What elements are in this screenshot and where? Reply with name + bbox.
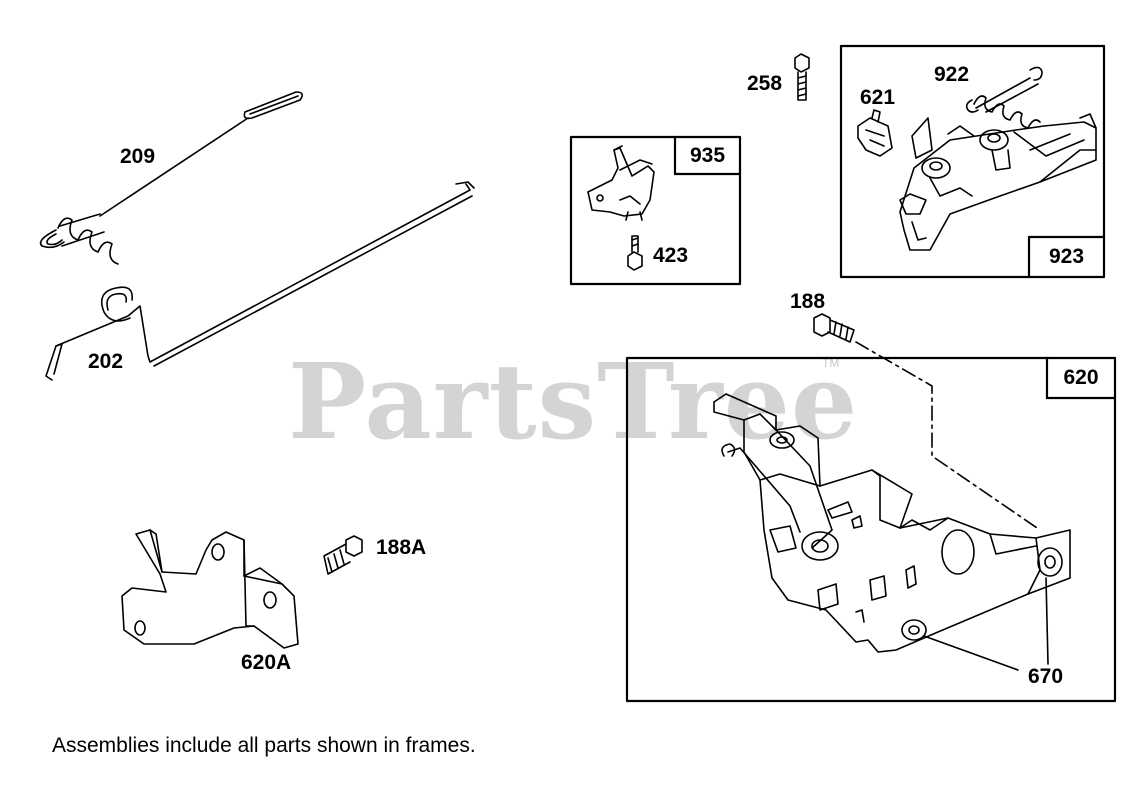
part-922-spring[interactable] <box>965 66 1043 129</box>
part-621-clip[interactable] <box>857 109 893 157</box>
assembly-leader-line <box>855 341 1041 531</box>
part-202-rod[interactable] <box>45 181 475 381</box>
label-209: 209 <box>120 145 156 168</box>
part-209-spring[interactable] <box>39 91 304 265</box>
part-935-bracket[interactable] <box>587 145 655 221</box>
part-188a-screw[interactable] <box>323 535 363 575</box>
label-922: 922 <box>934 63 970 86</box>
label-923: 923 <box>1048 245 1085 268</box>
label-202: 202 <box>88 350 124 373</box>
label-258: 258 <box>747 72 783 95</box>
label-620a: 620A <box>241 651 292 674</box>
part-620a-plate[interactable] <box>121 529 299 649</box>
label-935: 935 <box>689 143 726 167</box>
label-621: 621 <box>860 86 896 109</box>
assemblies-footnote: Assemblies include all parts shown in fr… <box>52 734 476 757</box>
label-423: 423 <box>653 244 689 267</box>
label-188a: 188A <box>376 536 427 559</box>
part-620-control-bracket[interactable] <box>713 393 1071 653</box>
part-258-bolt[interactable] <box>794 53 810 101</box>
part-923-governor-assembly[interactable] <box>899 113 1097 251</box>
leader-670-a <box>1045 577 1049 665</box>
frame-935 <box>569 135 742 286</box>
label-670: 670 <box>1028 665 1064 688</box>
frame-923 <box>839 44 1106 279</box>
frame-620 <box>625 356 1117 703</box>
part-423-screw[interactable] <box>627 235 643 271</box>
leader-670-b <box>923 635 1019 671</box>
label-188: 188 <box>790 290 826 313</box>
part-188-bolt[interactable] <box>813 313 855 343</box>
watermark: PartsTree <box>288 340 859 463</box>
trademark-mark: TM <box>822 356 840 370</box>
label-620: 620 <box>1063 366 1099 389</box>
